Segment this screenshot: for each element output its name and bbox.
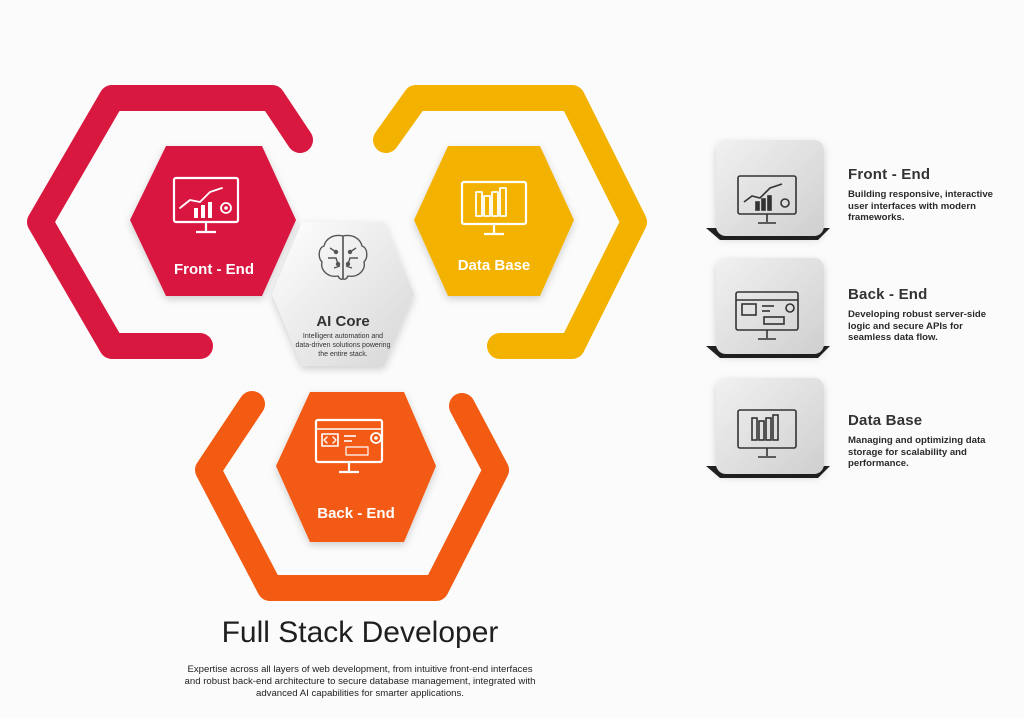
side-item-back-end: Back - End Developing robust server-side… — [848, 286, 998, 344]
data-base-ring — [373, 85, 647, 359]
data-base-label: Data Base — [458, 257, 531, 274]
side-item-description: Developing robust server-side logic and … — [848, 309, 987, 343]
side-item-front-end: Front - End Building responsive, interac… — [848, 166, 998, 224]
data-base-segment[interactable]: Data Base — [373, 85, 647, 359]
database-monitor-icon — [460, 180, 528, 236]
side-card-back-end[interactable] — [706, 258, 830, 358]
ai-core-desc-line-1: Intelligent automation and — [303, 333, 383, 340]
side-item-title: Front - End — [848, 166, 931, 183]
page-description: Expertise across all layers of web devel… — [184, 664, 536, 699]
ai-core-title: AI Core — [316, 313, 369, 330]
front-end-segment[interactable]: Front - End — [27, 85, 313, 359]
ai-core-desc-line-2: data-driven solutions powering — [296, 342, 391, 349]
side-card-tile — [716, 378, 824, 474]
data-base-hexagon — [414, 146, 574, 296]
back-end-segment[interactable]: Back - End — [195, 391, 509, 601]
side-item-title: Data Base — [848, 412, 923, 429]
back-end-ring — [195, 391, 509, 601]
side-card-front-end[interactable] — [706, 140, 830, 240]
side-item-description: Building responsive, interactive user in… — [848, 189, 994, 223]
analytics-monitor-icon — [172, 176, 240, 234]
side-item-title: Back - End — [848, 286, 928, 303]
ai-core-desc-line-3: the entire stack. — [318, 351, 367, 358]
code-monitor-icon — [314, 418, 384, 474]
side-item-data-base: Data Base Managing and optimizing data s… — [848, 412, 998, 470]
analytics-monitor-icon — [737, 175, 797, 224]
front-end-label: Front - End — [174, 261, 254, 278]
database-monitor-icon — [737, 409, 797, 458]
page-title: Full Stack Developer — [221, 616, 499, 649]
ai-core-node[interactable]: AI Core Intelligent automation and data-… — [272, 222, 414, 366]
ai-core-hexagon — [272, 222, 414, 366]
front-end-ring — [27, 85, 313, 359]
side-card-data-base[interactable] — [706, 378, 830, 478]
code-monitor-icon — [735, 291, 799, 340]
back-end-label: Back - End — [317, 505, 395, 522]
side-item-description: Managing and optimizing data storage for… — [848, 435, 986, 469]
brain-icon — [318, 234, 368, 280]
